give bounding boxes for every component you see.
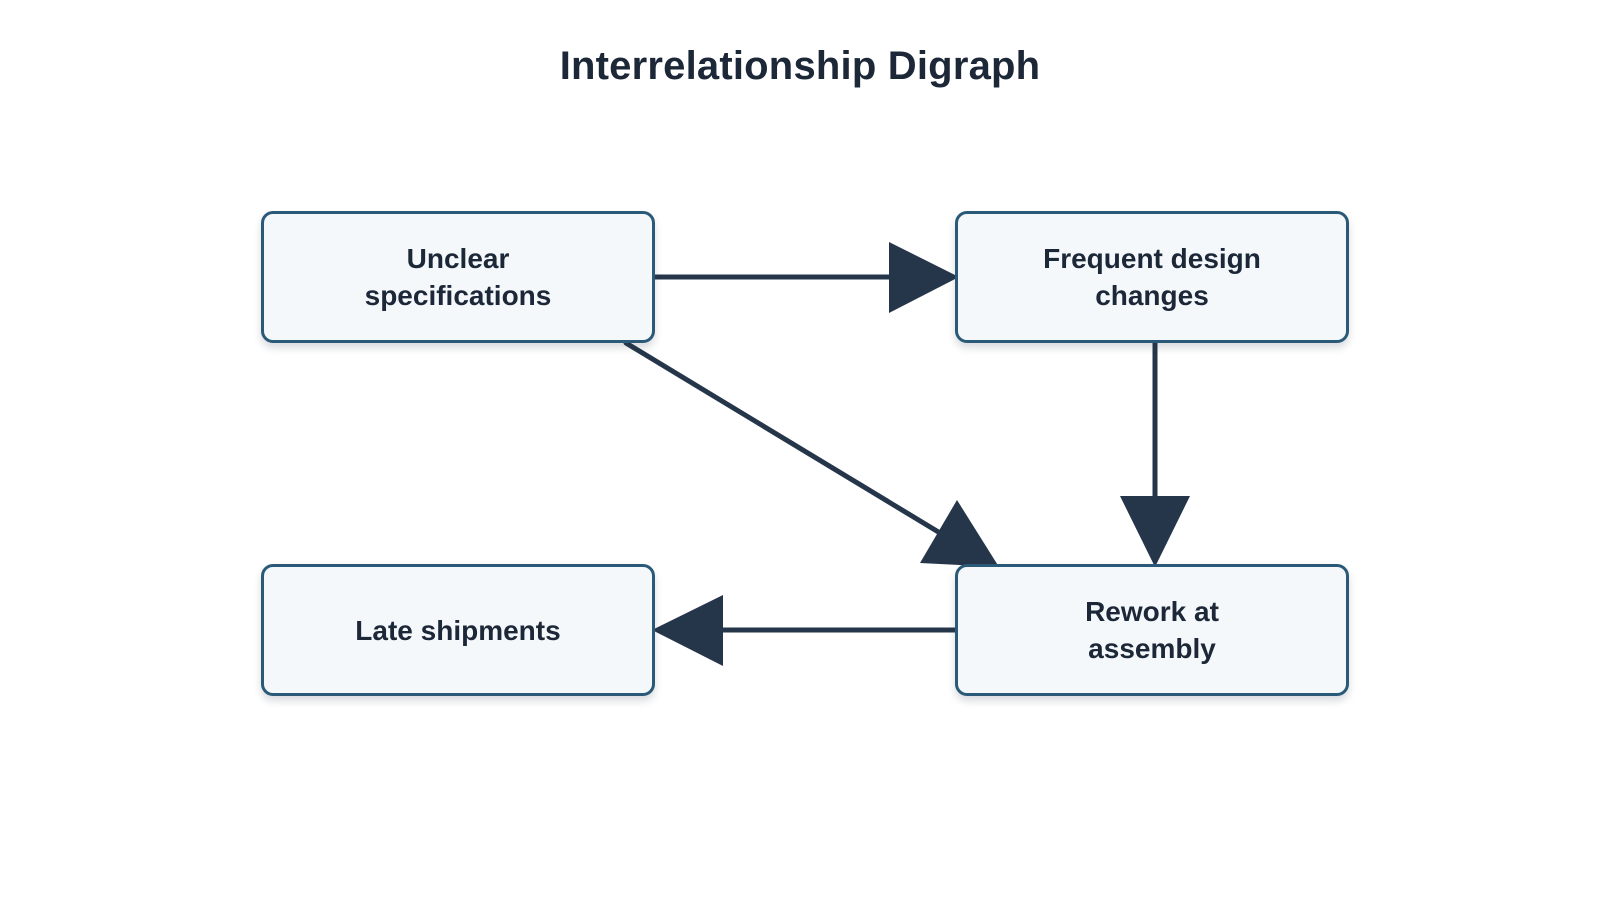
arrowhead-unclear-to-rework — [920, 500, 999, 567]
arrowhead-frequent-to-rework — [1120, 496, 1190, 567]
node-label: Unclear specifications — [364, 243, 552, 311]
node-unclear-specifications: Unclear specifications — [261, 211, 655, 343]
node-frequent-design-changes: Frequent design changes — [955, 211, 1349, 343]
node-label: Late shipments — [355, 614, 561, 646]
edge-unclear-to-rework — [623, 340, 948, 539]
arrowhead-rework-to-late — [652, 595, 723, 666]
arrowhead-unclear-to-frequent — [889, 242, 959, 313]
diagram-title: Interrelationship Digraph — [559, 44, 1041, 88]
node-late-shipments: Late shipments — [261, 564, 655, 696]
node-rework-at-assembly: Rework at assembly — [955, 564, 1349, 696]
node-label: Frequent design changes — [1043, 243, 1261, 311]
node-label: Rework at assembly — [1085, 596, 1219, 664]
